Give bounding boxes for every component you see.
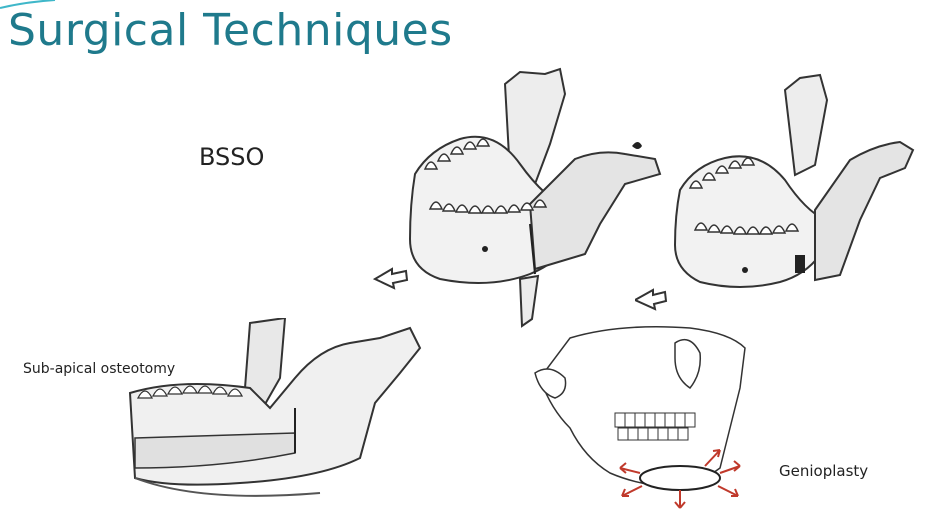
slide-title: Surgical Techniques xyxy=(8,6,453,56)
bsso-mandible-before-figure xyxy=(370,64,670,334)
bsso-mandible-after-figure xyxy=(635,70,925,320)
genioplasty-skull-figure xyxy=(530,318,760,510)
subapical-mandible-figure xyxy=(120,318,430,508)
genioplasty-label: Genioplasty xyxy=(779,462,868,480)
bsso-label: BSSO xyxy=(199,143,264,171)
